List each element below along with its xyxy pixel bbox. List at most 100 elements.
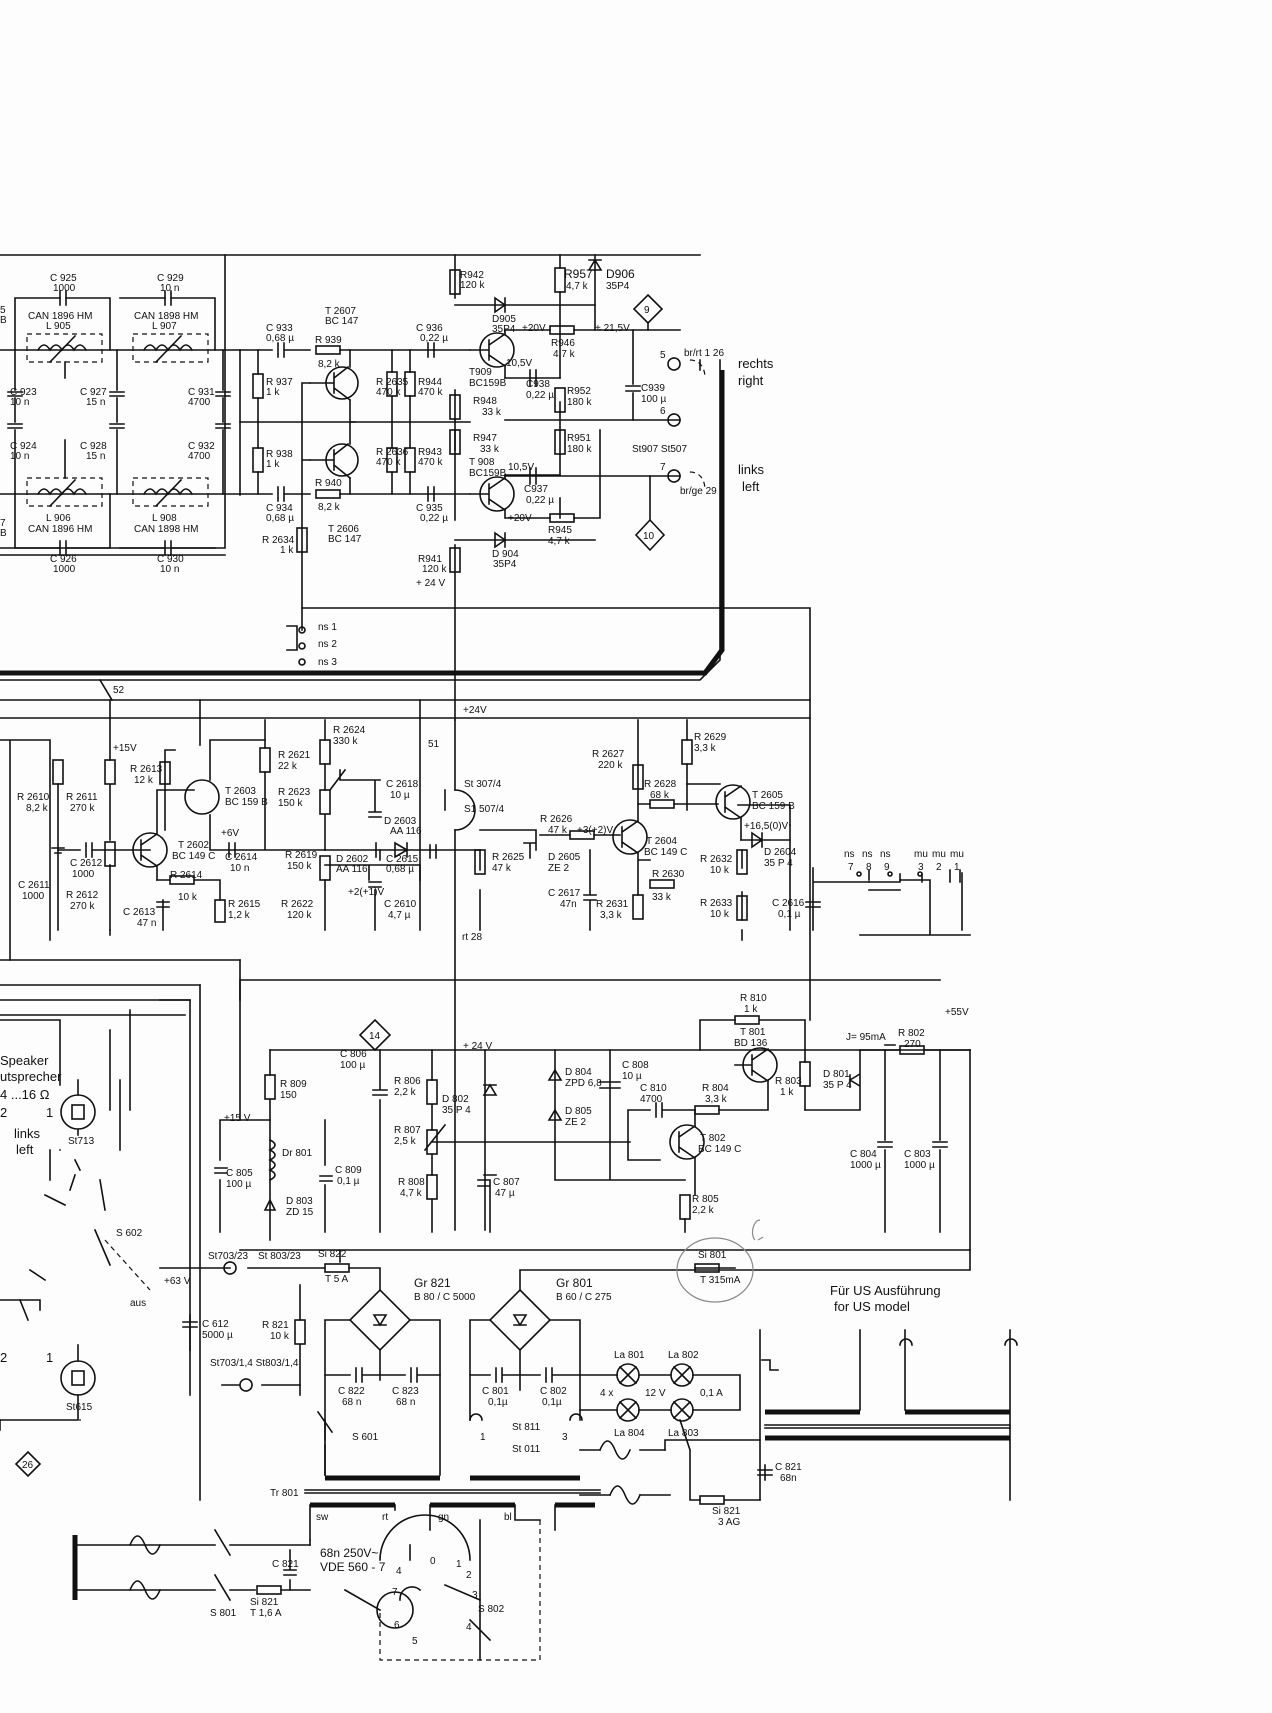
r937-value: 1 k [266,387,280,398]
pencil-circle-annotation [676,1237,754,1303]
socket-st803: St 803/23 [258,1251,301,1262]
c803-label: C 803 [904,1149,931,1160]
speaker-pin-1: 1 [46,1105,53,1120]
us-note-en: for US model [834,1299,910,1314]
st811-pin3: 3 [562,1432,568,1443]
la801-label: La 801 [614,1350,645,1361]
t908-type: BC159B [469,468,507,479]
supply-24v-top: + 24 V [416,578,446,589]
r808-label: R 808 [398,1177,425,1188]
cable-brge: br/ge 29 [680,486,717,497]
c933-label: C 933 [266,323,293,334]
d802-label: D 802 [442,1094,469,1105]
edge-top-num: 5 [0,305,6,316]
r946-value: 4,7 k [553,349,576,360]
power-24v: + 24 V [463,1041,493,1052]
l906-label: L 906 [46,513,71,524]
r2631-label: R 2631 [596,899,629,910]
c807-value: 47 µ [495,1188,515,1199]
node-14: 14 [369,1031,381,1042]
c808-value: 10 µ [622,1071,642,1082]
c821b-standard: VDE 560 - 7 [320,1560,386,1574]
d904-label: D 904 [492,549,519,560]
la804-label: La 804 [614,1428,645,1439]
t2607-type: BC 147 [325,316,359,327]
switch-s602: S 602 [116,1228,143,1239]
c821b-rating: 68n 250V~ [320,1546,378,1560]
l907-label: L 907 [152,321,177,332]
si821b-label: Si 821 [250,1597,279,1608]
r942-label: R942 [460,270,484,281]
c804-label: C 804 [850,1149,877,1160]
r2632-label: R 2632 [700,854,733,865]
c2618-value: 10 µ [390,790,410,801]
socket-st011: St 011 [512,1444,541,1455]
r2630-value: 33 k [652,892,672,903]
r807-label: R 807 [394,1125,421,1136]
node-9: 9 [644,305,650,316]
mid-6v: +6V [221,828,239,839]
tr801-label: Tr 801 [270,1488,299,1499]
c2616-value: 0,1 µ [778,909,801,920]
speaker-pin-2: 2 [0,1105,7,1120]
d801-label: D 801 [823,1069,850,1080]
d906-label: D906 [606,267,635,281]
speaker-title-en: Speaker [0,1053,49,1068]
c806-value: 100 µ [340,1060,365,1071]
c932-value: 4700 [188,451,211,462]
mu-pin-1: 1 [954,862,960,873]
mid-24v: +24V [463,705,487,716]
c939-value: 100 µ [641,394,666,405]
t2604-label: T 2604 [646,836,677,847]
t2606-type: BC 147 [328,534,362,545]
c937-label: C937 [524,484,548,495]
sel-pin-1: 1 [456,1559,462,1570]
d2604-value: 35 P 4 [764,858,793,869]
wire-52: 52 [113,685,125,696]
t2605-label: T 2605 [752,790,783,801]
d805-label: D 805 [565,1106,592,1117]
r952-label: R952 [567,386,591,397]
r2635-label: R 2635 [376,377,409,388]
c2610-value: 4,7 µ [388,910,411,921]
r947-label: R947 [473,433,497,444]
c809-value: 0,1 µ [337,1176,360,1187]
c2617-label: C 2617 [548,888,581,899]
r945-value: 4,7 k [548,536,571,547]
c923-value: 10 n [10,397,29,408]
mu-label-2: mu [932,849,946,860]
ns-pin-7: 7 [848,862,854,873]
channel-left-de: links [738,462,765,477]
t2607-label: T 2607 [325,306,356,317]
pin-5: 5 [660,350,666,361]
si822-label: Si 822 [318,1249,347,1260]
c928-value: 15 n [86,451,105,462]
r806-label: R 806 [394,1076,421,1087]
v21-label: +2(+1)V [348,887,384,898]
c612-label: C 612 [202,1319,229,1330]
si821b-value: T 1,6 A [250,1608,282,1619]
r2625-label: R 2625 [492,852,525,863]
c803-value: 1000 µ [904,1160,935,1171]
channel-right-de: rechts [738,356,774,371]
tap-sw: sw [316,1512,329,1523]
r809-value: 150 [280,1090,297,1101]
c807-label: C 807 [493,1177,520,1188]
r2619-label: R 2619 [285,850,318,861]
r2619-value: 150 k [287,861,312,872]
c2611-label: C 2611 [18,880,50,891]
r957-label: R957 [564,267,593,281]
v32-label: +3(+2)V [577,825,613,836]
r805-label: R 805 [692,1194,719,1205]
t2603-type: BC 159 B [225,797,268,808]
r2629-label: R 2629 [694,732,727,743]
d2602-label: D 2602 [336,854,369,865]
c2616-label: C 2616 [772,898,805,909]
gr821-label: Gr 821 [414,1276,451,1290]
r2621-value: 22 k [278,761,298,772]
power-15v: +15 V [224,1113,251,1124]
sel-pin-4: 4 [396,1566,402,1577]
c930-label: C 930 [157,554,184,565]
r2636-label: R 2636 [376,447,409,458]
